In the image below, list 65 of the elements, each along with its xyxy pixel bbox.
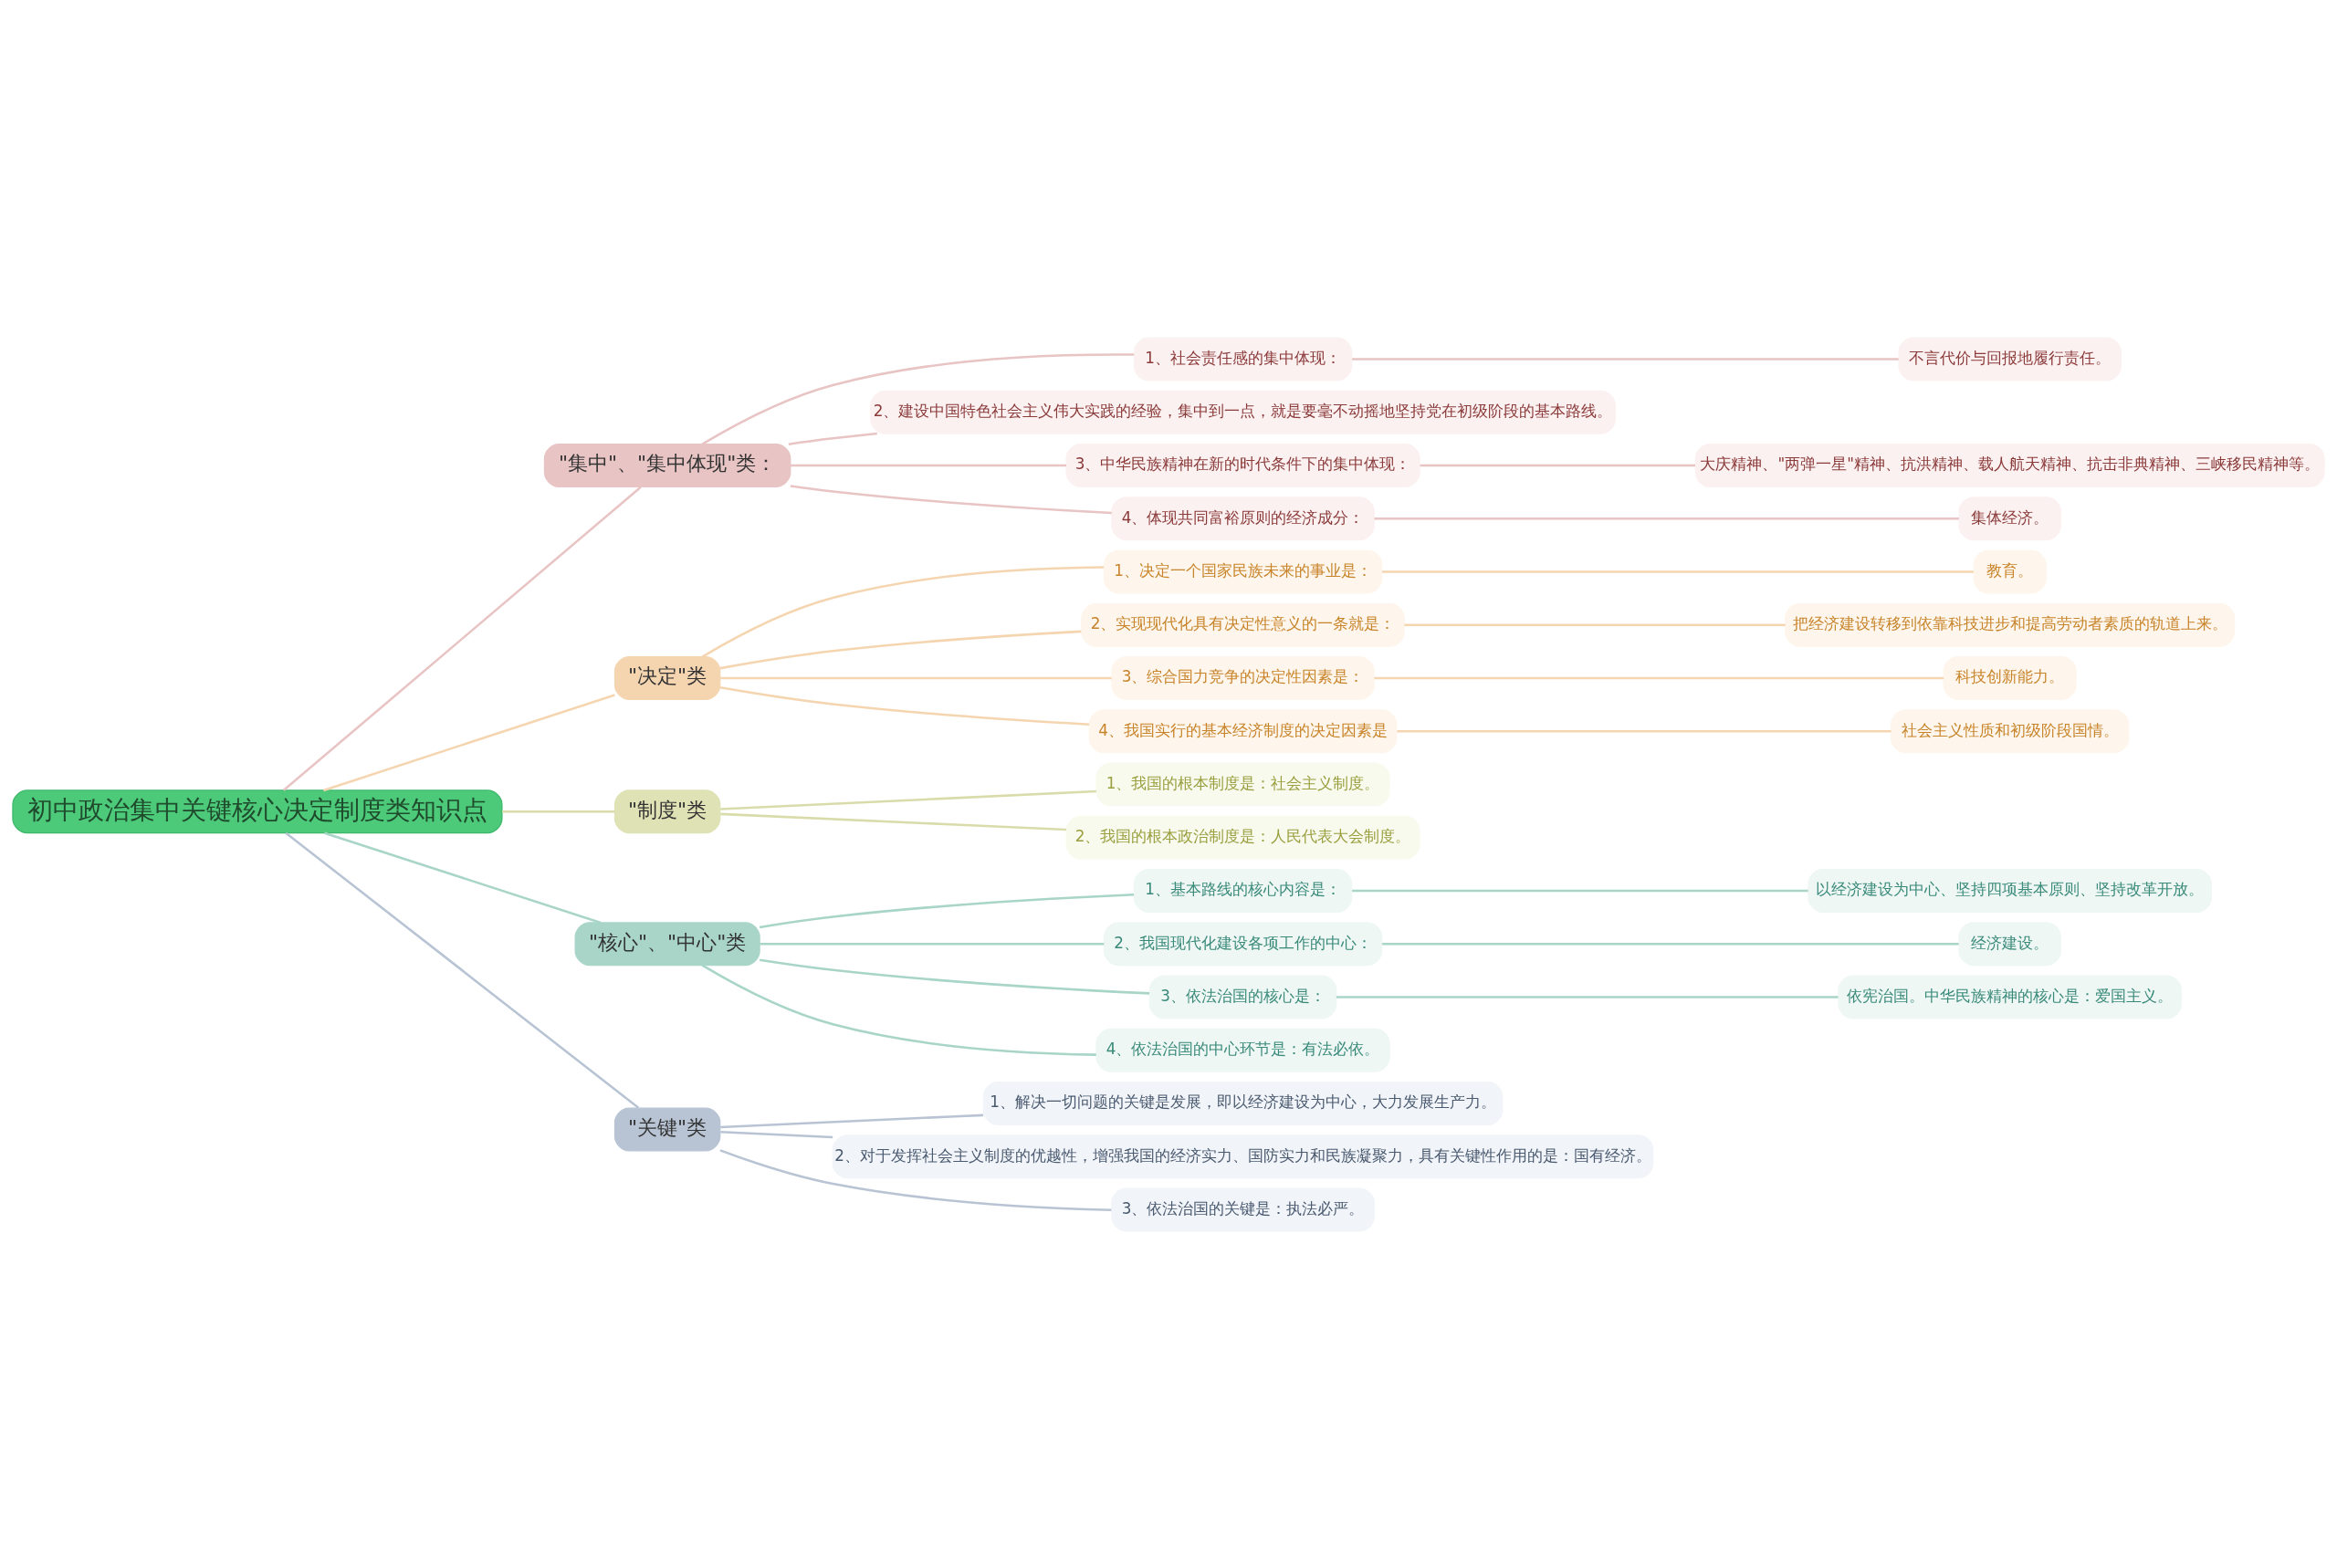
node-box: 3、中华民族精神在新的时代条件下的集中体现： <box>1065 443 1420 487</box>
connector <box>759 957 1150 995</box>
connector <box>1382 570 1974 573</box>
node-box: 大庆精神、"两弹一星"精神、抗洪精神、载人航天精神、抗击非典精神、三峡移民精神等。 <box>1694 443 2325 487</box>
node-box: 把经济建设转移到依靠科技进步和提高劳动者素质的轨道上来。 <box>1785 602 2236 647</box>
connector <box>1352 357 1899 361</box>
connector <box>719 630 1082 669</box>
node-box: 1、基本路线的核心内容是： <box>1133 868 1353 913</box>
node-box: 3、依法治国的关键是：执法必严。 <box>1111 1187 1375 1231</box>
node-box: 4、体现共同富裕原则的经济成分： <box>1111 496 1375 540</box>
connector <box>502 810 615 813</box>
connector <box>701 964 1096 1056</box>
node-box: 集体经济。 <box>1958 496 2061 540</box>
connector <box>788 432 877 445</box>
connector <box>285 831 640 1109</box>
node-box: 2、实现现代化具有决定性意义的一条就是： <box>1081 602 1405 647</box>
connector <box>701 565 1105 658</box>
connector <box>324 831 602 924</box>
connector <box>1374 517 1959 520</box>
node-box: 2、对于发挥社会主义制度的优越性，增强我国的经济实力、国防实力和民族凝聚力，具有关键性作用的是：国有经济。 <box>832 1134 1654 1178</box>
node-box: 1、解决一切问题的关键是发展，即以经济建设为中心，大力发展生产力。 <box>982 1081 1504 1125</box>
connector <box>1382 942 1959 946</box>
node-box: 4、我国实行的基本经济制度的决定因素是 <box>1088 708 1398 753</box>
node-box: 教育。 <box>1973 549 2047 593</box>
connector <box>720 1130 833 1138</box>
connector <box>720 812 1066 831</box>
node-box: 2、我国的根本政治制度是：人民代表大会制度。 <box>1065 815 1420 860</box>
node-box: 1、社会责任感的集中体现： <box>1133 337 1353 381</box>
connector <box>719 1148 1112 1211</box>
connector <box>1397 729 1892 733</box>
connector <box>760 942 1105 946</box>
node-box: 4、依法治国的中心环节是：有法必依。 <box>1095 1028 1390 1072</box>
node-box: 依宪治国。中华民族精神的核心是：爱国主义。 <box>1838 975 2183 1019</box>
connector <box>720 676 1112 679</box>
connector <box>790 484 1112 514</box>
connector <box>719 685 1090 726</box>
node-box: 1、我国的根本制度是：社会主义制度。 <box>1095 762 1390 806</box>
node-box: "关键"类 <box>613 1107 721 1151</box>
connector <box>759 893 1135 928</box>
node-box: 以经济建设为中心、坚持四项基本原则、坚持改革开放。 <box>1808 868 2213 913</box>
connector <box>720 789 1096 810</box>
node-box: 社会主义性质和初级阶段国情。 <box>1890 708 2130 753</box>
connector <box>720 1113 984 1128</box>
connector <box>701 352 1135 445</box>
node-box: 2、建设中国特色社会主义伟大实践的经验，集中到一点，就是要毫不动摇地坚持党在初级阶段的基本路线。 <box>870 390 1616 434</box>
node-box: 1、决定一个国家民族未来的事业是： <box>1103 549 1383 593</box>
node-box: "决定"类 <box>613 655 721 700</box>
connector <box>1336 995 1839 998</box>
connector <box>1404 622 1786 626</box>
connector <box>1374 676 1944 679</box>
connector <box>790 464 1066 466</box>
node-box: 3、依法治国的核心是： <box>1148 975 1337 1019</box>
node-box: "核心"、"中心"类 <box>574 921 760 966</box>
node-box: 不言代价与回报地履行责任。 <box>1898 337 2122 381</box>
node-box: 科技创新能力。 <box>1943 655 2077 700</box>
connector <box>1352 889 1808 892</box>
node-box: "制度"类 <box>613 789 721 833</box>
node-box: 经济建设。 <box>1958 921 2061 966</box>
node-box: "集中"、"集中体现"类： <box>543 443 791 487</box>
connector <box>323 693 615 791</box>
connector <box>283 486 642 791</box>
node-box: 2、我国现代化建设各项工作的中心： <box>1103 921 1383 966</box>
connector <box>1420 464 1695 466</box>
node-box: 3、综合国力竞争的决定性因素是： <box>1111 655 1375 700</box>
node-box: 初中政治集中关键核心决定制度类知识点 <box>12 789 503 833</box>
